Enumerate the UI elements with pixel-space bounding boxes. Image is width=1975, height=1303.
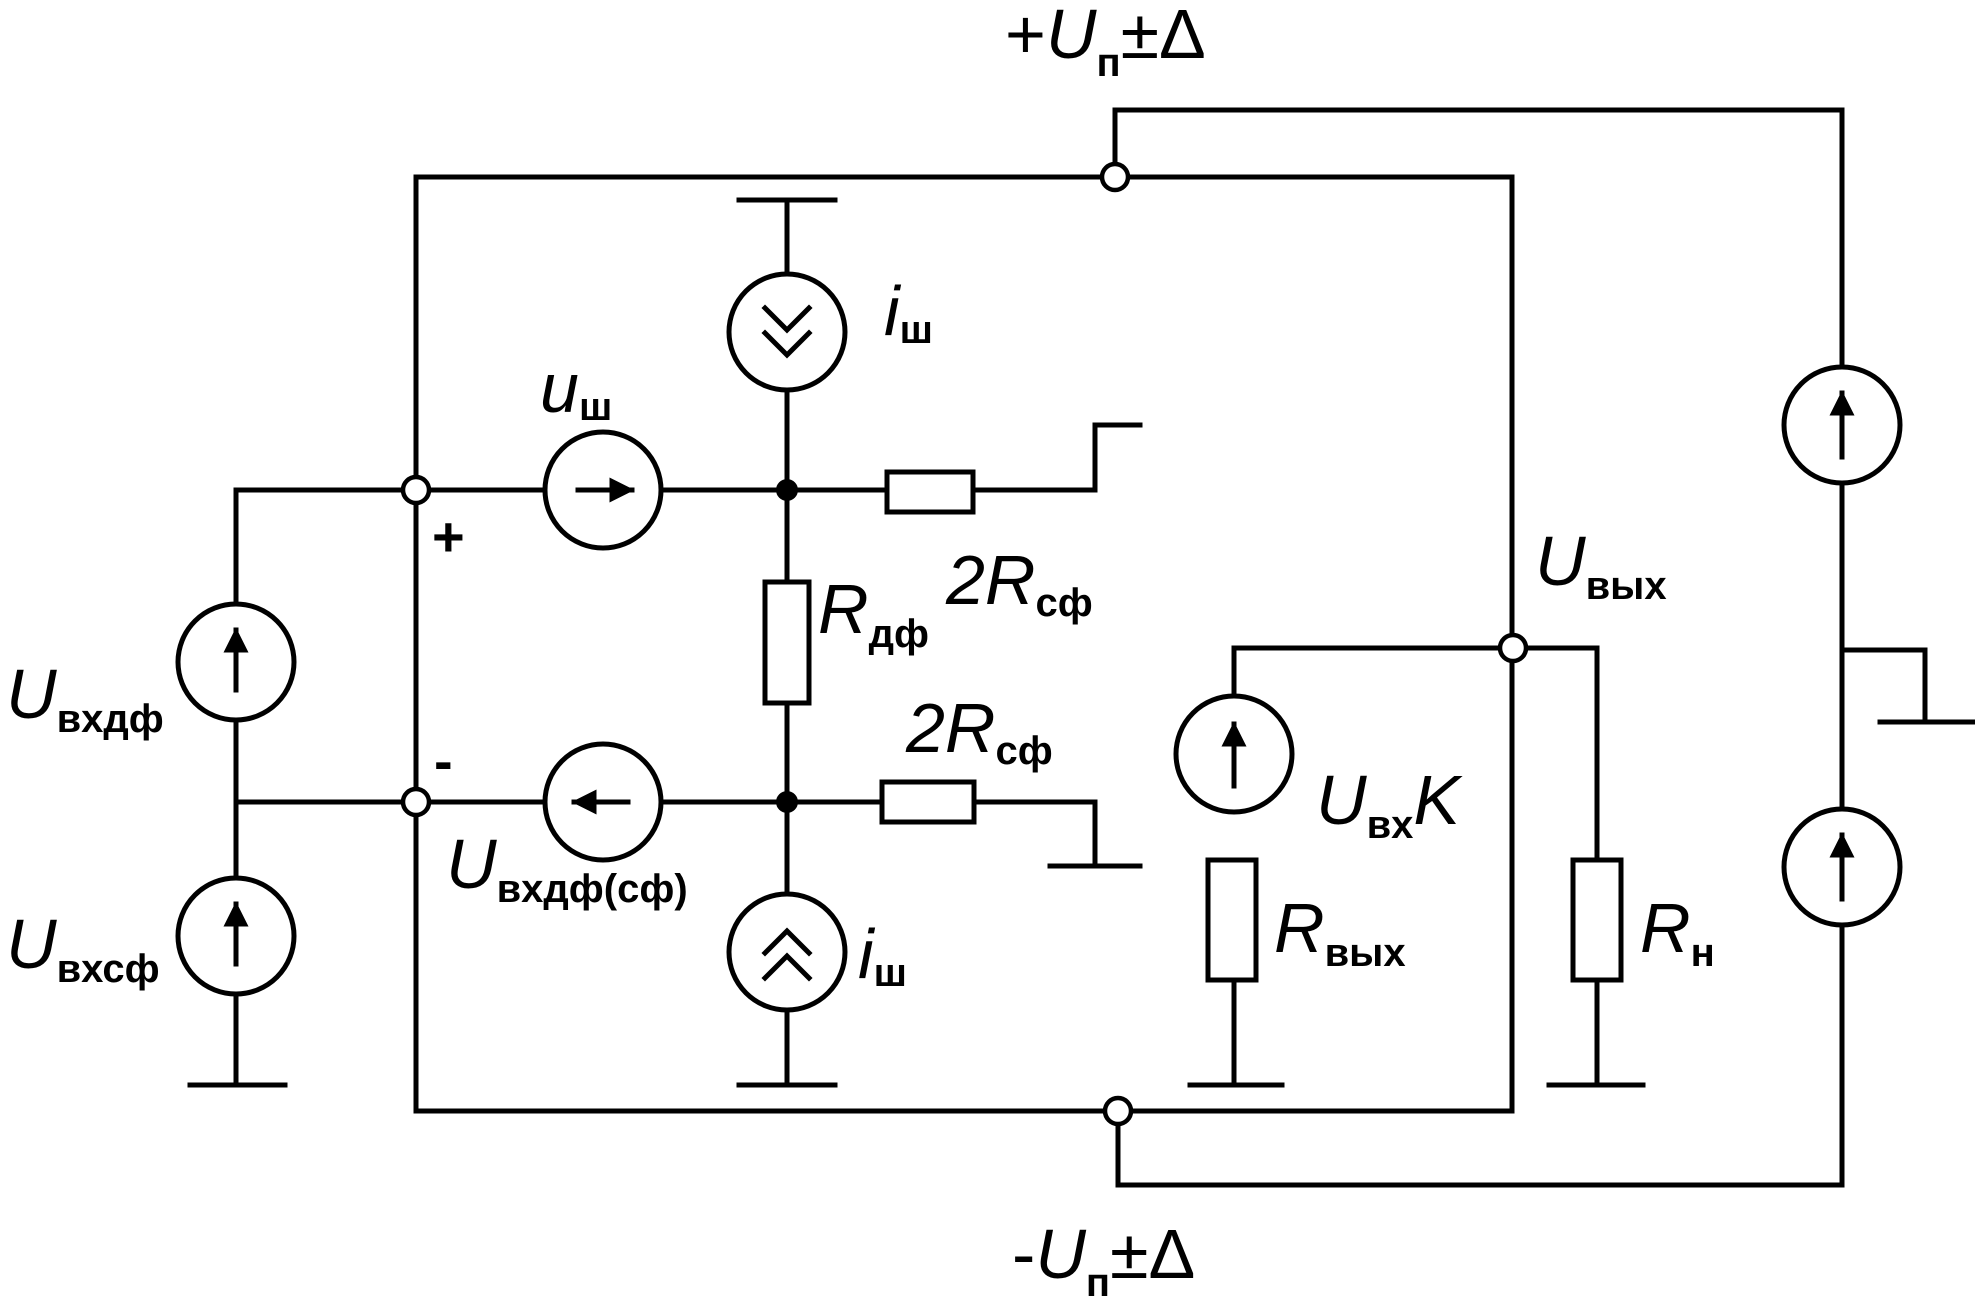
label-r-diff: Rдф	[818, 570, 929, 656]
input-diff-cm-source	[542, 741, 664, 863]
supply-source-bottom	[1781, 806, 1903, 928]
sources	[175, 271, 1903, 1013]
supply-source-top	[1781, 364, 1903, 486]
label-supply-negative: -Uп±Δ	[1012, 1215, 1195, 1303]
input-cm-source	[175, 875, 297, 997]
gain-source	[1173, 693, 1295, 815]
label-r-cm-bottom: 2Rсф	[905, 689, 1053, 773]
label-output: Uвых	[1535, 522, 1667, 608]
resistor-2r-cm-top	[884, 469, 976, 515]
label-r-load: Rн	[1640, 889, 1715, 975]
label-r-out: Rвых	[1274, 889, 1406, 975]
label-minus-sign: -	[434, 729, 453, 792]
label-noise-voltage: uш	[540, 349, 612, 429]
wires	[187, 107, 1975, 1188]
label-input-cm: Uвхсф	[6, 905, 160, 991]
junctions	[776, 479, 798, 813]
label-gain-source: UвхK	[1316, 761, 1463, 847]
terminal-positive-input	[400, 474, 432, 506]
junction-top	[776, 479, 798, 501]
noise-voltage-source	[542, 429, 664, 551]
resistor-r-diff	[762, 579, 812, 706]
resistor-r-out	[1205, 857, 1259, 983]
label-input-diff: Uвхдф	[6, 655, 164, 741]
noise-current-source-top	[726, 271, 848, 393]
label-input-diff-cm: Uвхдф(сф)	[446, 825, 688, 911]
resistor-2r-cm-bottom	[879, 779, 977, 825]
noise-current-source-bottom	[726, 891, 848, 1013]
resistors	[762, 469, 1624, 983]
resistor-r-load	[1570, 857, 1624, 983]
terminal-positive-supply	[1099, 161, 1131, 193]
junction-bottom	[776, 791, 798, 813]
terminal-negative-input	[400, 786, 432, 818]
label-supply-positive: +Uп±Δ	[1005, 0, 1206, 85]
labels: +Uп±Δ -Uп±Δ iш iш uш Rдф 2Rсф 2Rсф	[6, 0, 1715, 1303]
input-diff-source	[175, 601, 297, 723]
terminal-output	[1497, 632, 1529, 664]
label-r-cm-top: 2Rсф	[945, 541, 1093, 625]
label-noise-current-top: iш	[884, 272, 933, 352]
terminals	[400, 161, 1529, 1127]
label-noise-current-bottom: iш	[858, 915, 907, 995]
label-plus-sign: +	[432, 505, 465, 568]
terminal-negative-supply	[1102, 1095, 1134, 1127]
